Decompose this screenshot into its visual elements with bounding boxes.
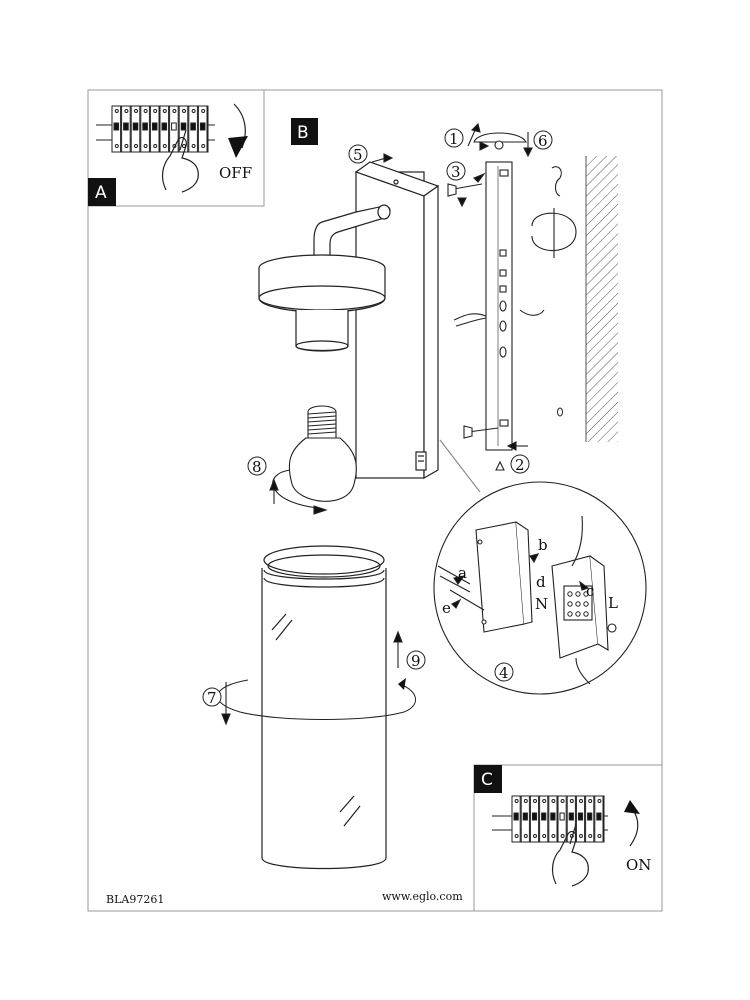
panel-a-tag-text: A [95, 183, 107, 203]
arrowhead-off-icon [228, 136, 248, 158]
wire-label-b: b [538, 536, 548, 554]
panel-b-tag [291, 118, 318, 145]
step-8-marker [247, 456, 267, 476]
step-arrows [221, 122, 590, 726]
breaker-strip-c [492, 795, 608, 843]
step-6-marker [533, 130, 553, 150]
panel-c-tag [474, 765, 502, 793]
wire-label-e: e [442, 599, 451, 617]
wire-label-a: a [458, 564, 467, 582]
step-9-marker [406, 650, 426, 670]
panel-a-frame [87, 89, 265, 207]
lamp-body [258, 161, 440, 480]
glass-shade [261, 545, 387, 870]
panel-c-frame [473, 764, 663, 912]
wall-section [586, 156, 618, 442]
cable-bundle [453, 309, 545, 327]
curved-arrow-on [629, 807, 639, 847]
step-4: 4 [499, 664, 509, 682]
mounting-bracket [447, 132, 577, 471]
wire-label-c: c [586, 582, 594, 600]
step-labels: 1 2 3 4 5 6 7 8 9 [207, 130, 548, 707]
panel-a-tag [88, 178, 116, 206]
lamp-socket [295, 310, 349, 352]
panel-c: C ON [473, 764, 663, 912]
step-9: 9 [411, 652, 421, 670]
step-5: 5 [353, 146, 363, 164]
wire-label-live: L [608, 594, 618, 612]
step-1: 1 [449, 130, 459, 148]
step-3-marker [446, 161, 466, 181]
step-7: 7 [207, 689, 217, 707]
hand-illustration-a [161, 136, 199, 193]
hand-illustration-c [551, 830, 589, 887]
panel-b-tag-text: B [297, 123, 309, 143]
step-1-marker [444, 128, 464, 148]
step-8: 8 [252, 458, 262, 476]
arrowhead-on-icon [624, 800, 640, 814]
wall-box-side [423, 184, 439, 480]
step-4-marker [494, 662, 514, 682]
breaker-strip-a [96, 105, 215, 153]
screw-bottom [463, 425, 499, 439]
website: www.eglo.com [382, 890, 463, 903]
wire-label-d: d [536, 573, 546, 591]
step-3: 3 [451, 163, 461, 181]
step-7-marker [202, 687, 222, 707]
switch-state-on: ON [626, 856, 651, 874]
step-5-marker [348, 144, 368, 164]
wiring-labels: a b c d e N L [442, 536, 618, 617]
step-2-marker [510, 454, 530, 474]
panel-c-tag-text: C [481, 770, 493, 790]
step-6: 6 [538, 132, 548, 150]
switch-state-off: OFF [219, 164, 252, 182]
wire-label-neutral: N [535, 595, 548, 613]
wiring-detail [433, 439, 647, 695]
screw-top [447, 183, 483, 197]
panel-a: A OFF [87, 89, 265, 207]
page-frame [87, 89, 663, 912]
light-bulb [272, 405, 357, 509]
model-code: BLA97261 [106, 893, 164, 906]
step-markers [202, 128, 553, 707]
step-2: 2 [515, 456, 525, 474]
